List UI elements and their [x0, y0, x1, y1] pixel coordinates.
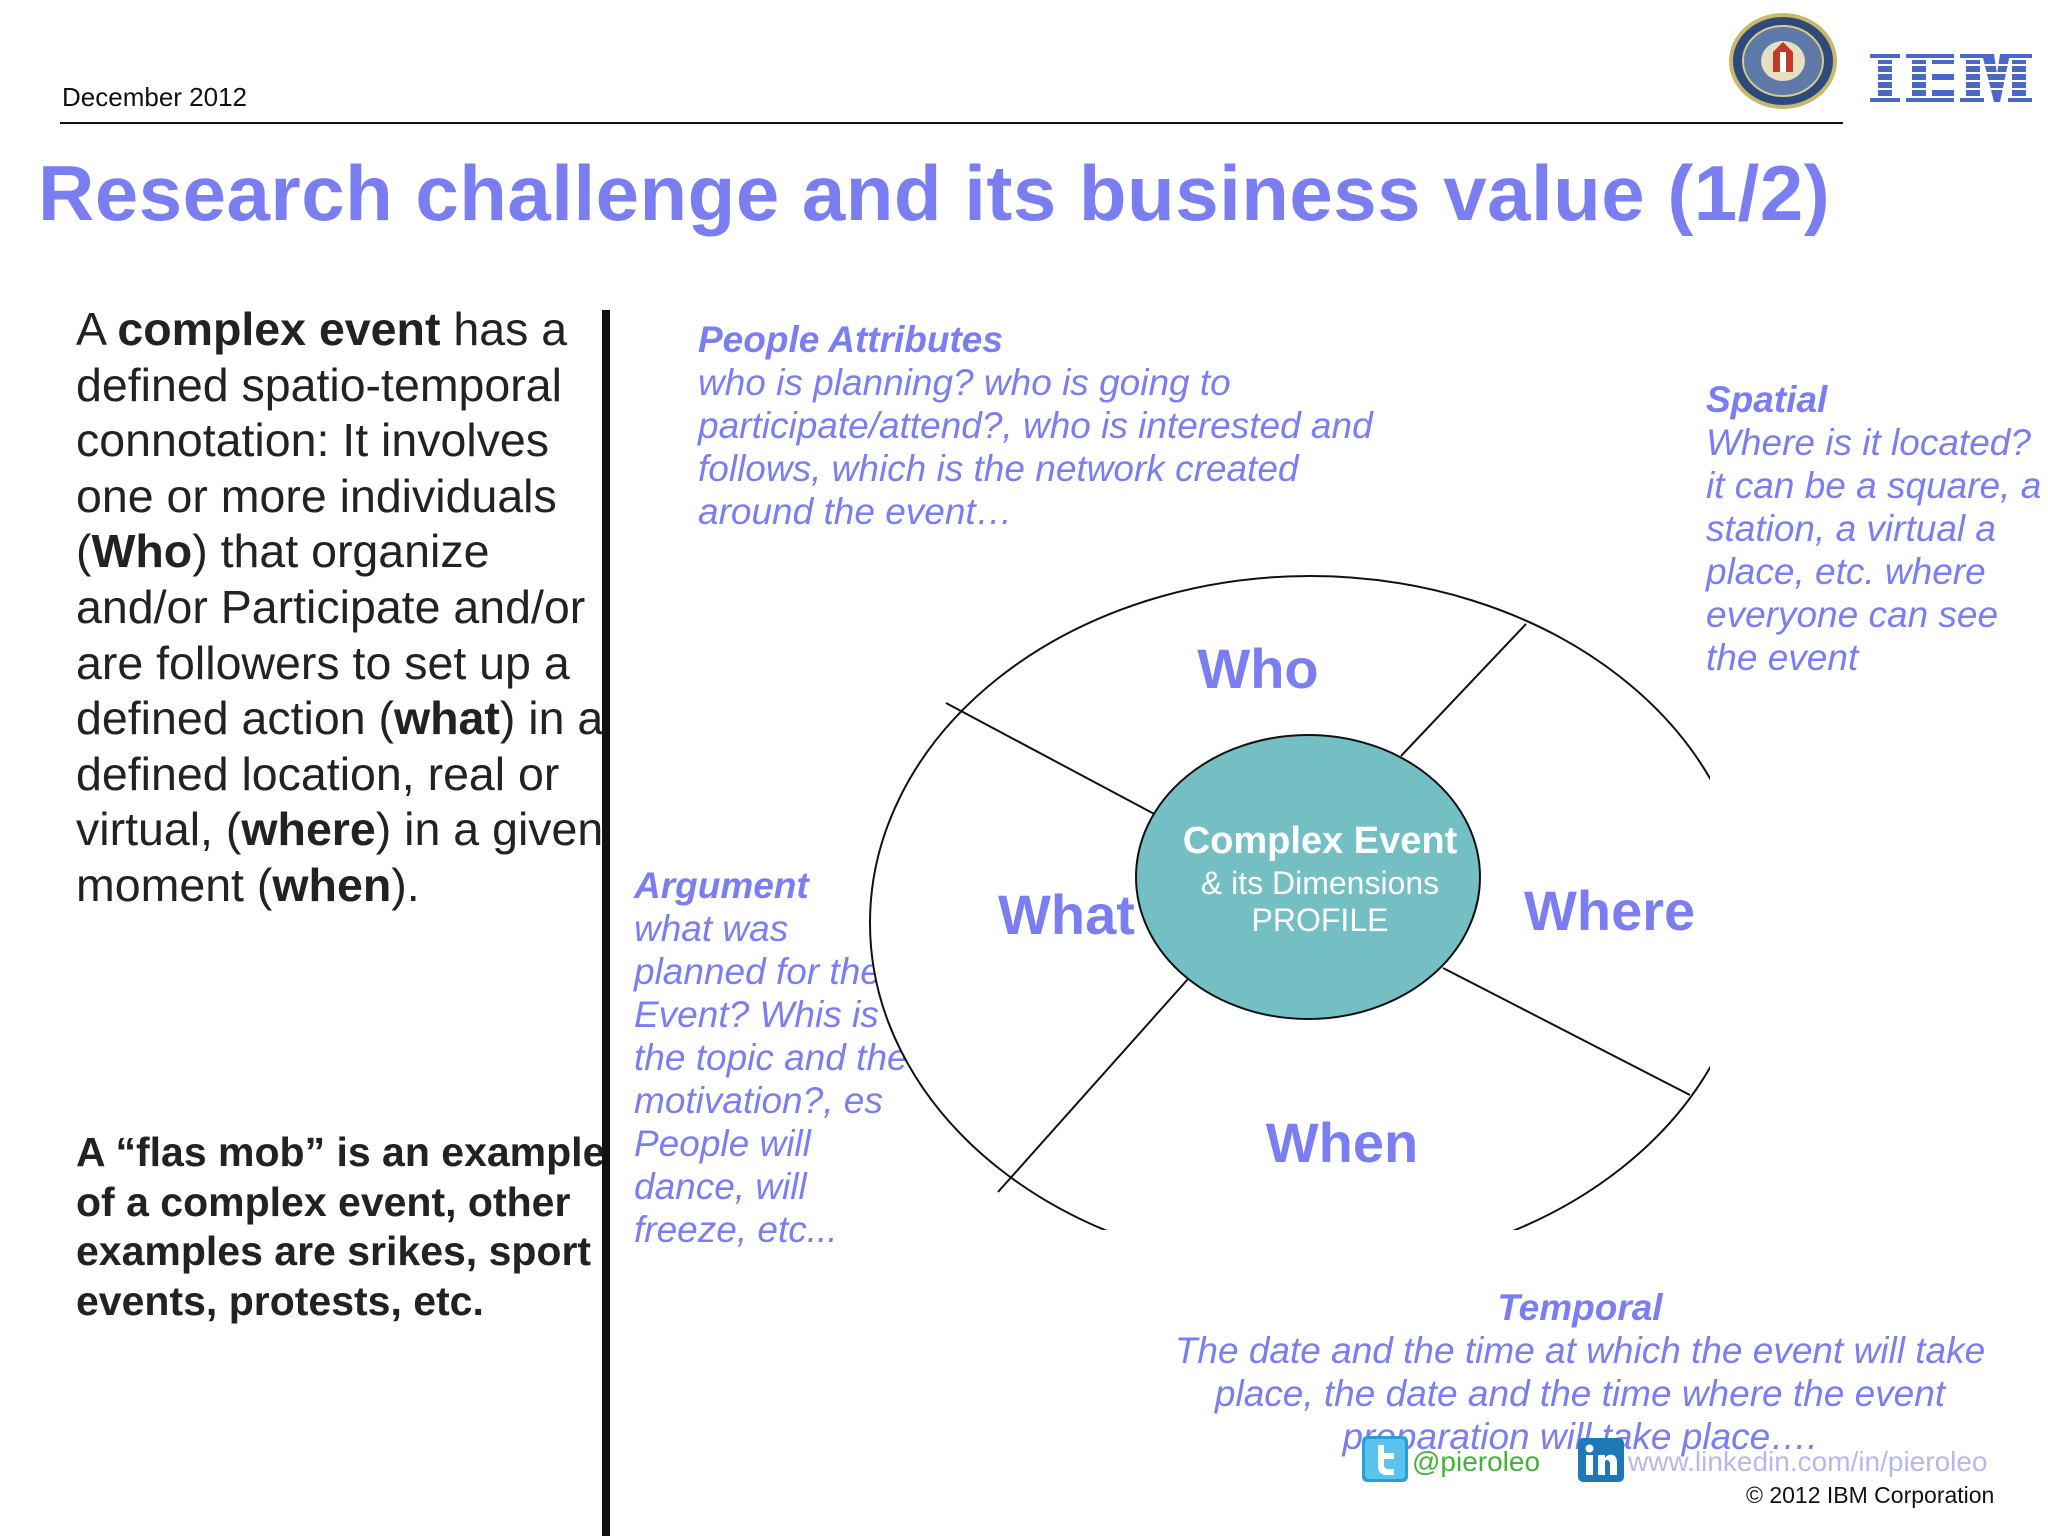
- spatial-text: Where is it located? it can be a square,…: [1706, 422, 2042, 678]
- vertical-divider: [602, 310, 610, 1536]
- temporal-heading: Temporal: [1497, 1287, 1663, 1328]
- argument-heading: Argument: [634, 865, 809, 906]
- complex-event-center: [1135, 734, 1481, 1020]
- people-attributes-text: who is planning? who is going to partici…: [698, 362, 1373, 532]
- spatial-annotation: Spatial Where is it located? it can be a…: [1706, 378, 2046, 679]
- linkedin-icon[interactable]: [1578, 1438, 1624, 1482]
- argument-annotation: Argument what was planned for the Event?…: [634, 864, 924, 1251]
- dimension-where: Where: [1524, 879, 1695, 942]
- slide-date: December 2012: [62, 82, 247, 112]
- divider-when-what: [997, 978, 1189, 1193]
- divider-where-when: [1442, 967, 1691, 1096]
- copyright-notice: © 2012 IBM Corporation: [1746, 1482, 1995, 1508]
- divider-who-where: [1400, 623, 1527, 757]
- center-profile: PROFILE: [1252, 902, 1389, 938]
- center-title: Complex Event: [1183, 820, 1458, 862]
- argument-text: what was planned for the Event? Whis is …: [634, 908, 908, 1250]
- ibm-logo-icon: [1870, 54, 2032, 102]
- university-seal-icon: [1729, 13, 1837, 109]
- divider-what-who: [945, 702, 1159, 817]
- dimension-what: What: [998, 883, 1135, 946]
- complex-event-description: A complex event has a defined spatio-tem…: [76, 303, 604, 911]
- linkedin-url-link[interactable]: www.linkedin.com/in/pieroleo: [1628, 1446, 1988, 1477]
- twitter-handle-link[interactable]: @pieroleo: [1412, 1446, 1541, 1477]
- dimension-who: Who: [1197, 637, 1318, 700]
- people-attributes-heading: People Attributes: [698, 319, 1003, 360]
- center-subtitle: & its Dimensions: [1201, 865, 1439, 901]
- twitter-icon[interactable]: [1362, 1436, 1408, 1482]
- temporal-annotation: Temporal The date and the time at which …: [1150, 1286, 2010, 1458]
- spatial-heading: Spatial: [1706, 379, 1828, 420]
- page-title: Research challenge and its business valu…: [38, 149, 1831, 237]
- people-attributes-annotation: People Attributes who is planning? who i…: [698, 318, 1398, 533]
- dimension-when: When: [1266, 1111, 1418, 1174]
- header-divider: [60, 122, 1843, 124]
- flash-mob-example: A “flas mob” is an example of a complex …: [76, 1129, 606, 1324]
- temporal-text: The date and the time at which the event…: [1174, 1330, 1986, 1457]
- complex-event-diagram: Complex Event & its Dimensions PROFILE W…: [869, 575, 1710, 1230]
